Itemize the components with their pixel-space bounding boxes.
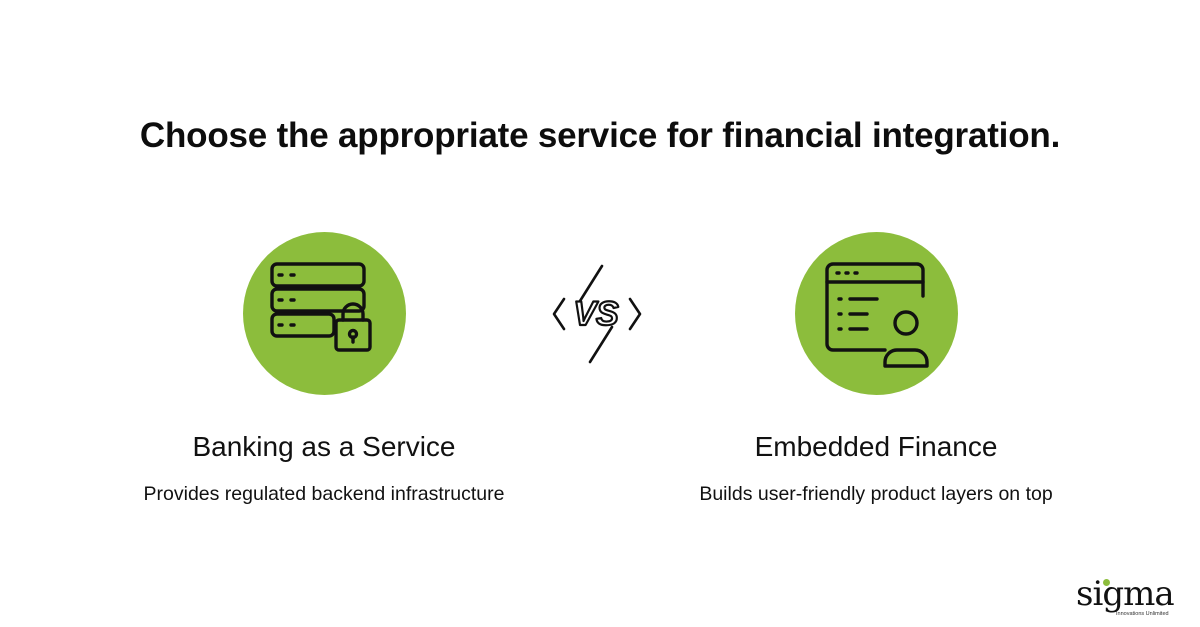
vs-lightning-icon: VS bbox=[550, 263, 642, 370]
embedded-finance-description: Builds user-friendly product layers on t… bbox=[699, 483, 1053, 505]
sigma-logo: sigma Innovations Unlimited bbox=[1076, 576, 1194, 620]
embedded-finance-title: Embedded Finance bbox=[754, 431, 998, 462]
embedded-finance-card: Embedded Finance Builds user-friendly pr… bbox=[646, 232, 1106, 506]
vs-text: VS bbox=[573, 295, 619, 333]
banking-as-a-service-description: Provides regulated backend infrastructur… bbox=[143, 483, 505, 505]
logo-wordmark: sigma bbox=[1076, 574, 1175, 614]
logo-tagline: Innovations Unlimited bbox=[1116, 611, 1169, 617]
page-title: Choose the appropriate service for finan… bbox=[139, 116, 1061, 155]
banking-as-a-service-card: Banking as a Service Provides regulated … bbox=[94, 232, 554, 506]
logo-dot bbox=[1103, 579, 1110, 586]
browser-user-icon bbox=[794, 232, 958, 395]
banking-as-a-service-title: Banking as a Service bbox=[192, 431, 456, 462]
server-lock-icon bbox=[242, 232, 406, 395]
